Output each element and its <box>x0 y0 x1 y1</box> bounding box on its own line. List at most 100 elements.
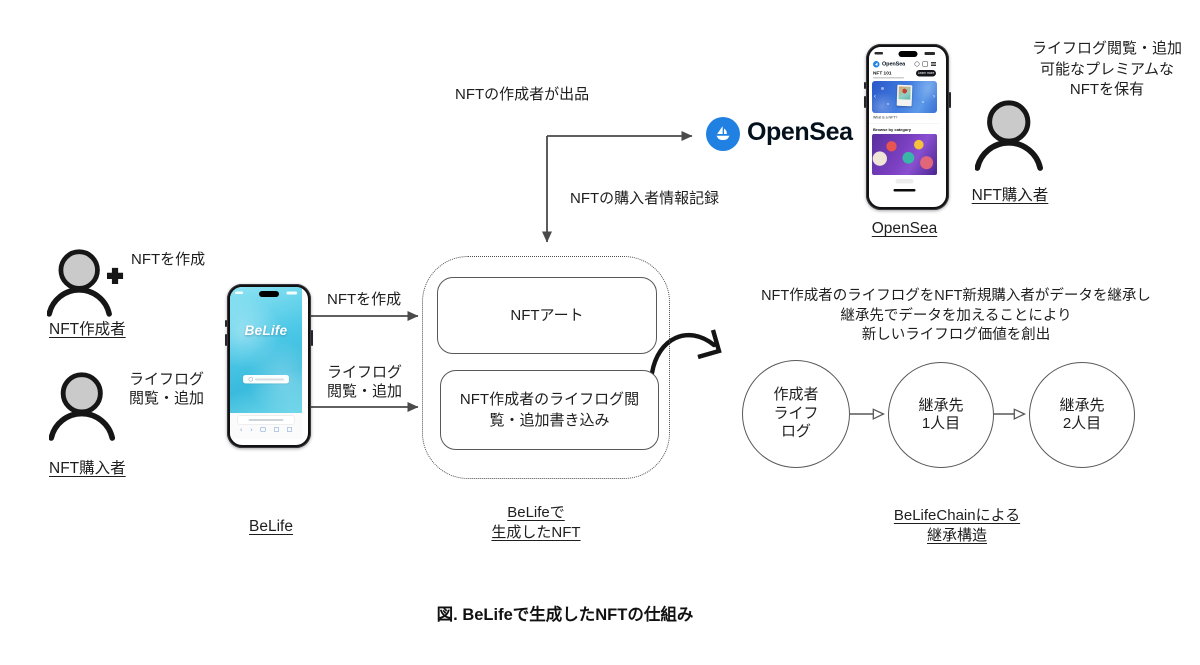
nft-creator-icon <box>47 249 124 317</box>
category-heading: Browse by category <box>873 127 912 133</box>
banner-decor <box>922 101 924 103</box>
belife-phone: BeLife ‹ › <box>225 284 313 448</box>
status-battery <box>924 52 935 55</box>
opensea-wordmark: OpenSea <box>747 118 853 146</box>
bookmarks-icon <box>273 426 279 432</box>
opensea-screen-content: OpenSea NFT 101 Learn more <box>869 47 940 201</box>
footer-pill <box>895 179 914 184</box>
belife-search-bar <box>243 375 289 384</box>
flow-lifelog-line1: ライフログ <box>327 364 403 381</box>
figure-caption: 図. BeLifeで生成したNFTの仕組み <box>436 606 694 624</box>
nft-card-image <box>898 86 911 100</box>
node-line: ライフ <box>773 404 819 422</box>
belife-screen: BeLife ‹ › <box>230 287 308 445</box>
search-icon <box>248 377 253 382</box>
node-line: 継承先 <box>918 396 964 414</box>
generated-nft-container: NFTアート NFT作成者のライフログ閲覧・追加書き込み <box>422 256 670 479</box>
status-battery <box>286 291 297 295</box>
search-placeholder-bar <box>254 378 284 381</box>
menu-icon <box>931 62 936 66</box>
category-artwork <box>872 134 937 175</box>
creator-action-label: NFTを作成 <box>131 251 206 268</box>
node-line: 1人目 <box>921 415 961 432</box>
opensea-phone-label: OpenSea <box>871 220 938 237</box>
nft-art-label: NFTアート <box>510 307 584 324</box>
desc-line3: NFTを保有 <box>1069 81 1145 98</box>
banner-decor <box>881 87 884 90</box>
premium-buyer-label: NFT購入者 <box>971 187 1049 204</box>
buyer-action-line1: ライフログ <box>129 371 205 388</box>
url-text-bar <box>248 419 284 421</box>
belife-app-title: BeLife <box>244 323 288 338</box>
generated-nft-label: BeLifeで 生成したNFT <box>462 503 610 542</box>
nft-buyer-label: NFT購入者 <box>49 460 126 477</box>
belife-screen-content: BeLife ‹ › <box>230 287 302 439</box>
node-line: 作成者 <box>773 386 819 404</box>
nft-lifelog-label: NFT作成者のライフログ閲覧・追加書き込み <box>459 391 640 429</box>
nft-creator-label: NFT作成者 <box>49 321 126 338</box>
chain-desc-line3: 新しいライフログ価値を創出 <box>861 327 1051 343</box>
node-line: ログ <box>780 423 811 441</box>
divider <box>869 123 940 124</box>
nft-lifelog-box: NFT作成者のライフログ閲覧・追加書き込み <box>440 370 659 450</box>
browser-address-bar <box>237 415 295 425</box>
dynamic-island <box>898 50 917 57</box>
phone-silent-switch <box>225 320 227 327</box>
buyer-action-label: ライフログ 閲覧・追加 <box>129 370 204 408</box>
node-line: 2人目 <box>1062 415 1102 432</box>
status-time <box>235 291 243 294</box>
premium-buyer-icon <box>975 100 1044 171</box>
opensea-ship-icon <box>716 126 730 141</box>
phone-volume-button <box>864 96 866 108</box>
chain-node-heir2: 継承先 2人目 <box>1029 362 1135 468</box>
node-line: 継承先 <box>1059 396 1105 414</box>
phone-power-button <box>949 92 951 108</box>
generated-nft-label-line2: 生成したNFT <box>491 523 581 541</box>
search-icon <box>914 61 920 67</box>
hero-subtitle-bar <box>873 77 904 79</box>
premium-buyer-desc: ライフログ閲覧・追加 可能なプレミアムな NFTを保有 <box>1018 39 1196 101</box>
hero-banner: ‹ › <box>872 81 937 113</box>
forward-icon: › <box>250 425 253 433</box>
share-icon <box>260 426 266 432</box>
nft-card <box>896 84 913 107</box>
back-icon: ‹ <box>240 425 243 433</box>
home-indicator <box>893 189 916 192</box>
tabs-icon <box>286 426 292 432</box>
nft-art-box: NFTアート <box>437 277 657 354</box>
chain-label-line1: BeLifeChainによる <box>893 507 1021 524</box>
desc-line2: 可能なプレミアムな <box>1040 60 1174 78</box>
record-flow-label: NFTの購入者情報記録 <box>570 190 720 207</box>
learn-more-button: Learn more <box>916 70 936 77</box>
chain-description: NFT作成者のライフログをNFT新規購入者がデータを継承し 継承先でデータを加え… <box>738 287 1174 346</box>
buyer-action-line2: 閲覧・追加 <box>129 390 205 407</box>
generated-nft-label-line1: BeLifeで <box>507 504 565 521</box>
phone-power-button <box>311 330 313 346</box>
opensea-app-title: OpenSea <box>882 61 906 67</box>
banner-decor <box>887 103 889 105</box>
phone-volume-button <box>225 334 227 346</box>
list-flow-label: NFTの作成者が出品 <box>455 86 590 103</box>
chain-label-line2: 継承構造 <box>926 526 987 544</box>
opensea-app-logo-icon <box>873 60 880 68</box>
opensea-phone: OpenSea NFT 101 Learn more <box>864 44 951 210</box>
flow-lifelog-label: ライフログ 閲覧・追加 <box>327 363 402 401</box>
chevron-left-icon: ‹ <box>874 92 876 100</box>
flow-create-label: NFTを作成 <box>327 291 402 308</box>
status-time <box>874 52 883 55</box>
opensea-logo-icon <box>706 117 740 151</box>
hero-title: NFT 101 <box>873 70 892 77</box>
browser-toolbar: ‹ › <box>230 426 302 433</box>
opensea-app-header: OpenSea <box>873 60 936 68</box>
chain-desc-line2: 継承先でデータを加えることにより <box>840 307 1072 324</box>
flow-lifelog-line2: 閲覧・追加 <box>327 383 403 400</box>
opensea-screen: OpenSea NFT 101 Learn more <box>869 47 946 207</box>
chain-node-creator: 作成者 ライフ ログ <box>742 360 850 468</box>
chain-node-heir1: 継承先 1人目 <box>888 362 994 468</box>
chain-desc-line1: NFT作成者のライフログをNFT新規購入者がデータを継承し <box>761 288 1151 304</box>
chain-label: BeLifeChainによる 継承構造 <box>876 506 1038 545</box>
belife-phone-label: BeLife <box>249 518 293 535</box>
dynamic-island <box>259 290 279 297</box>
cart-icon <box>922 61 928 67</box>
